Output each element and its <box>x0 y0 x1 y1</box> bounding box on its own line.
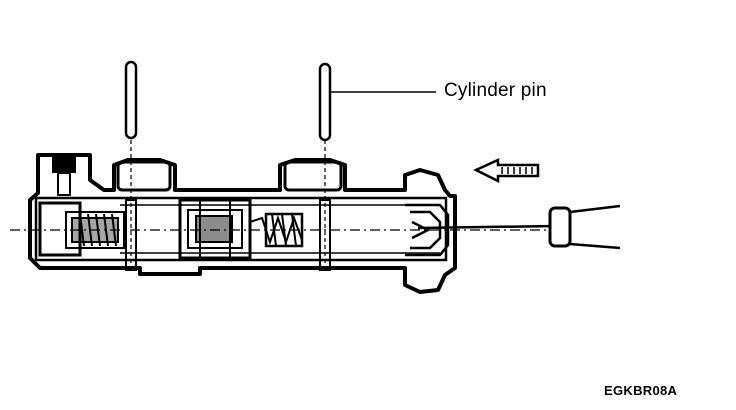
secondary-piston <box>38 201 125 257</box>
cylinder-pin-right <box>318 62 332 271</box>
cylinder-bore <box>34 196 448 262</box>
figure-code: EGKBR08A <box>604 383 678 398</box>
screwdriver-handle <box>569 204 621 250</box>
cylinder-pin-left <box>124 60 138 271</box>
cylinder-pin-label: Cylinder pin <box>444 80 547 101</box>
reservoir-seat-left <box>116 160 172 192</box>
bleeder-port <box>52 155 76 173</box>
direction-arrow <box>473 158 540 184</box>
primary-piston <box>178 198 304 260</box>
screwdriver-shaft <box>417 224 557 230</box>
screwdriver-ferrule <box>548 206 572 248</box>
piston-cup <box>405 203 450 257</box>
reservoir-seat-right <box>283 160 343 192</box>
bleeder-port-neck <box>57 172 71 196</box>
